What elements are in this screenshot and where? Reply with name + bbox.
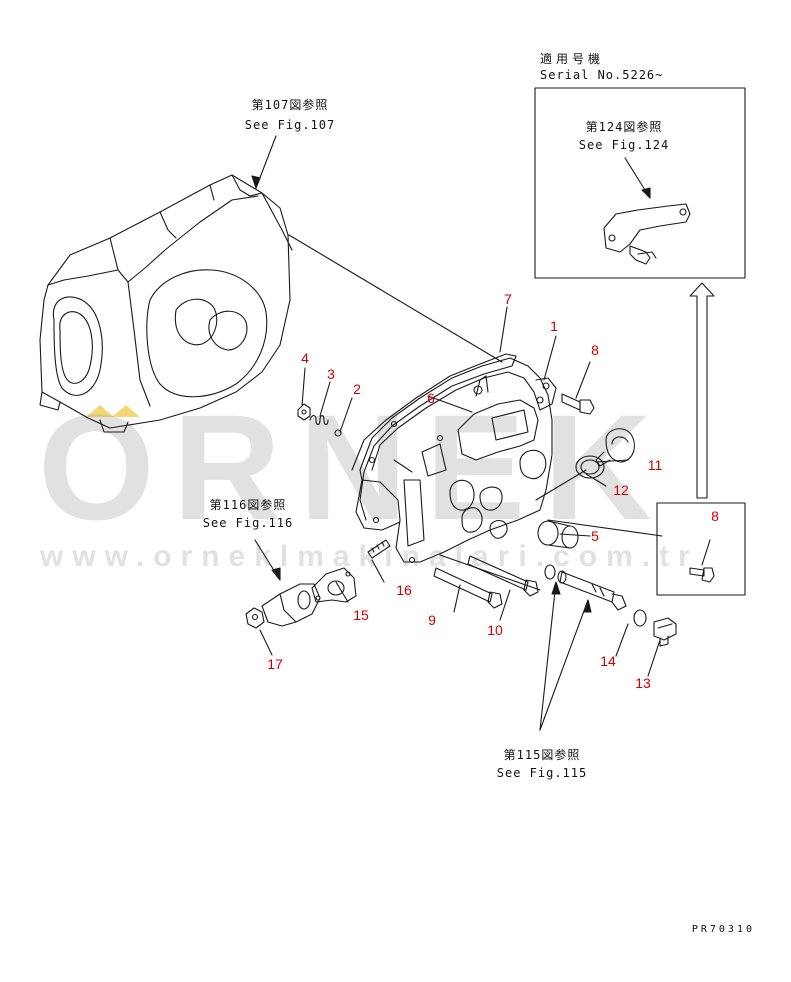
- ref-fig124-ja: 第124図参照: [585, 120, 663, 134]
- part-number-9: 9: [428, 612, 436, 628]
- part-number-1: 1: [550, 318, 558, 334]
- part-number-12: 12: [613, 482, 629, 498]
- ref-fig116-en: See Fig.116: [202, 516, 294, 530]
- oring-small: [544, 564, 556, 580]
- serial-label-en: Serial No.5226~: [540, 68, 664, 82]
- part-number-5: 5: [591, 528, 599, 544]
- ref-fig115-en: See Fig.115: [496, 766, 588, 780]
- serial-label-ja: 適用号機: [540, 52, 605, 66]
- part-number-2: 2: [353, 381, 361, 397]
- gear-case-cover: [355, 357, 557, 564]
- ref-fig116-ja: 第116図参照: [209, 498, 287, 512]
- part-number-4: 4: [301, 350, 309, 366]
- callout-box-8: [656, 502, 746, 596]
- part-3-spring: [309, 414, 329, 426]
- part-number-8-callout: 8: [711, 508, 719, 524]
- part-16-stud: [367, 539, 391, 559]
- ref-fig107-en: See Fig.107: [244, 118, 336, 132]
- part-number-8: 8: [591, 342, 599, 358]
- gasket-7: [351, 353, 517, 521]
- bracket-part: [603, 203, 691, 265]
- part-9-bolt: [433, 567, 503, 609]
- ref-fig115-ja: 第115図参照: [503, 748, 581, 762]
- part-number-7: 7: [504, 291, 512, 307]
- part-13-plug: [653, 617, 677, 647]
- leader-lines: [254, 135, 711, 731]
- arrowheads: [251, 175, 651, 613]
- part-14-oring: [633, 609, 647, 627]
- part-10-bolt: [467, 555, 539, 597]
- drawing-code: PR70310: [691, 924, 755, 935]
- part-number-15: 15: [353, 607, 369, 623]
- part-number-14: 14: [600, 653, 616, 669]
- ref-fig107-ja: 第107図参照: [251, 98, 329, 112]
- fig116-fitting: [261, 583, 321, 627]
- serial-box: [534, 87, 746, 279]
- part-8-bolt-callout: [689, 567, 715, 583]
- part-number-16: 16: [396, 582, 412, 598]
- part-number-3: 3: [327, 366, 335, 382]
- tube-assembly: [557, 570, 627, 611]
- part-number-17: 17: [267, 656, 283, 672]
- part-5-sleeve: [537, 520, 579, 549]
- part-4-nut: [297, 403, 311, 421]
- ref-fig124-en: See Fig.124: [578, 138, 670, 152]
- part-number-13: 13: [635, 675, 651, 691]
- part-2-ball: [334, 429, 342, 437]
- part-number-6: 6: [427, 390, 435, 406]
- part-15-gasket: [311, 567, 357, 603]
- part-17-nut: [245, 607, 265, 629]
- part-8-bolt: [561, 393, 595, 415]
- watermark-url: www.orneklmakinalari.com.tr: [40, 540, 699, 573]
- part-number-10: 10: [487, 622, 503, 638]
- flywheel-housing: [39, 174, 293, 433]
- part-12-seal: [575, 455, 605, 479]
- part-number-11: 11: [647, 457, 663, 473]
- serial-arrow: [689, 282, 715, 499]
